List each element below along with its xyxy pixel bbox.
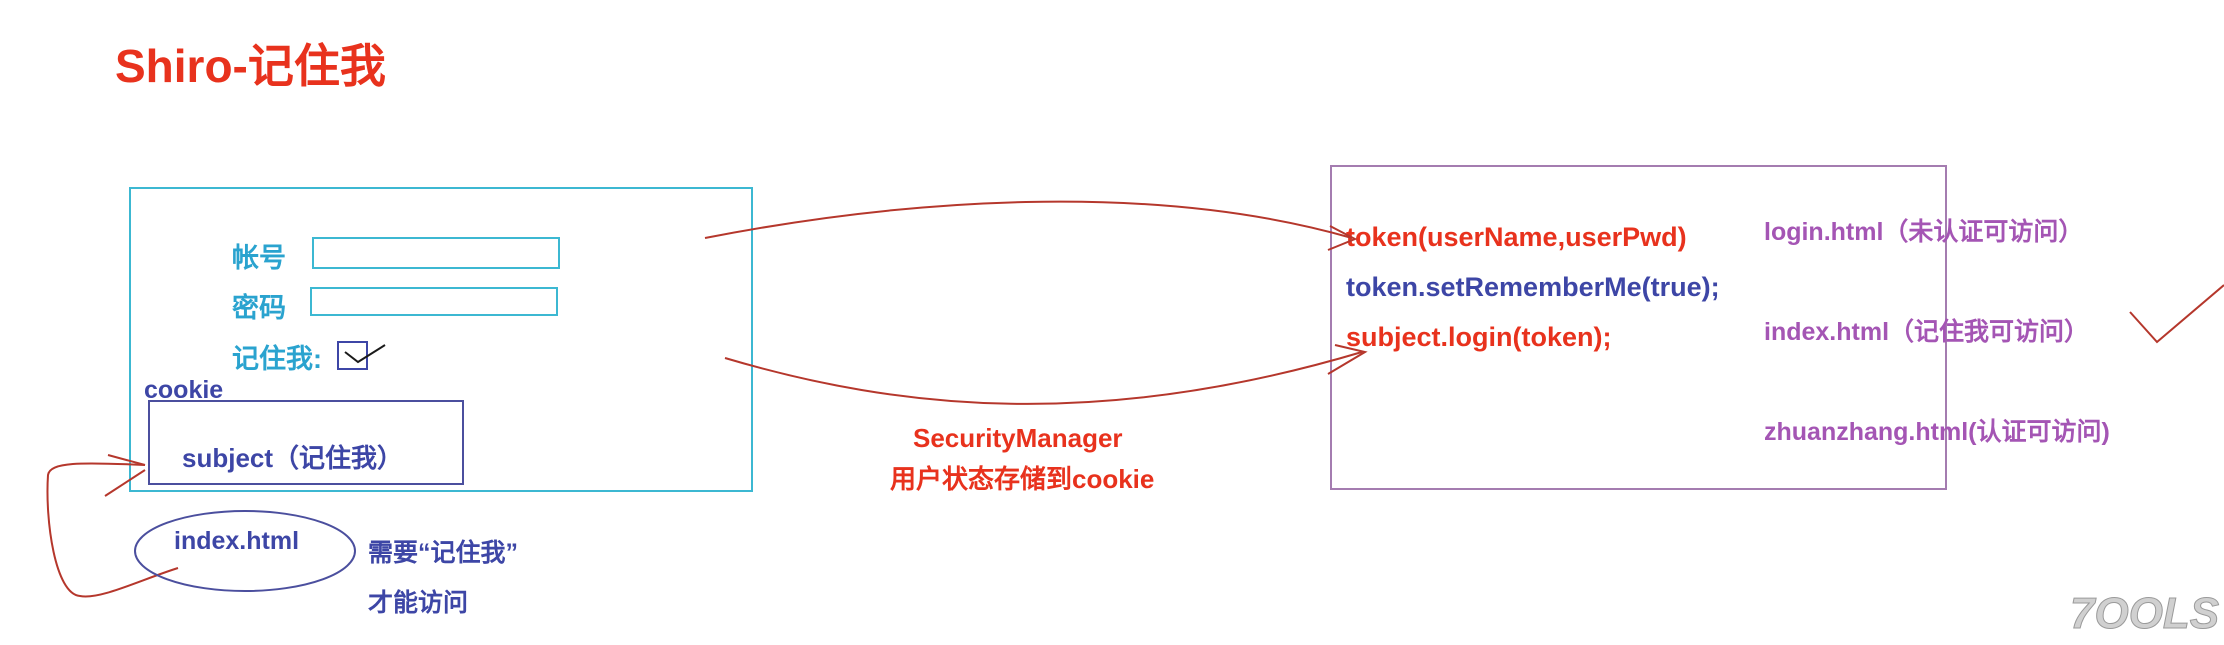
arrowhead-token: [1327, 225, 1358, 251]
watermark-logo: 7OOLS: [2070, 589, 2219, 638]
store-cookie-label: 用户状态存储到cookie: [890, 464, 1155, 494]
index-html-label: index.html: [174, 527, 300, 555]
password-label: 密码: [232, 293, 286, 323]
page-index-label: index.html（记住我可访问）: [1764, 318, 2090, 346]
diagram-title: Shiro-记住我: [115, 40, 386, 92]
need-remember-text: 需要“记住我”: [368, 539, 519, 567]
code-line-token: token(userName,userPwd): [1346, 222, 1687, 252]
security-manager-label: SecurityManager: [913, 423, 1123, 453]
account-input[interactable]: [312, 237, 560, 269]
check-mark-right: [2129, 284, 2224, 344]
password-input[interactable]: [310, 287, 558, 316]
page-login-label: login.html（未认证可访问）: [1764, 218, 2084, 246]
arrow-form-to-token: [704, 200, 1353, 239]
index-html-ellipse: [134, 510, 356, 592]
subject-label: subject（记住我）: [182, 443, 404, 473]
code-line-remember: token.setRememberMe(true);: [1346, 272, 1720, 302]
arrowhead-subject-top: [107, 454, 146, 466]
account-label: 帐号: [232, 243, 286, 273]
code-line-login: subject.login(token);: [1346, 322, 1612, 352]
can-access-text: 才能访问: [368, 589, 469, 617]
subject-box: [148, 400, 464, 485]
arrow-loop-to-subject: [46, 462, 179, 598]
arrow-form-to-login: [724, 351, 1363, 405]
remember-me-checkbox[interactable]: [337, 341, 368, 370]
checkbox-check-mark: [344, 344, 386, 364]
cookie-label: cookie: [144, 376, 224, 404]
server-box: [1330, 165, 1947, 490]
remember-me-label: 记住我:: [232, 344, 322, 374]
arrowhead-subject-bottom: [104, 469, 146, 497]
page-zhuanzhang-label: zhuanzhang.html(认证可访问): [1764, 418, 2110, 446]
arrowhead-login: [1327, 344, 1368, 375]
login-form-box: [129, 187, 753, 492]
